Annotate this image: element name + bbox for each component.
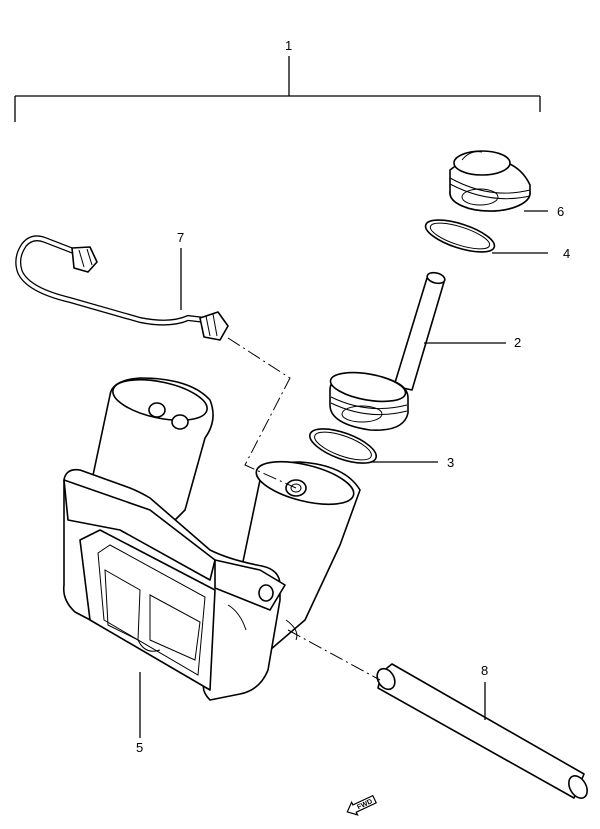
long-pin-part — [376, 663, 588, 799]
assembly-bracket — [14, 56, 541, 122]
housing-part — [62, 377, 361, 701]
callout-6: 6 — [557, 204, 564, 219]
threaded-plug-part — [449, 150, 531, 212]
o-ring-lower-part — [309, 428, 377, 464]
callout-4: 4 — [563, 246, 570, 261]
leader-lines — [139, 210, 548, 738]
callout-labels: 1 6 4 2 3 7 5 8 — [136, 38, 570, 755]
fwd-label: FWD — [356, 798, 373, 811]
assembly-guide-lines — [227, 337, 381, 681]
piston-pin-part — [329, 271, 446, 431]
callout-1: 1 — [285, 38, 292, 53]
callout-5: 5 — [136, 740, 143, 755]
callout-7: 7 — [177, 230, 184, 245]
fwd-arrow-icon: FWD — [346, 794, 377, 816]
pipe-part — [15, 235, 229, 341]
callout-3: 3 — [447, 455, 454, 470]
o-ring-upper-part — [424, 219, 496, 253]
callout-8: 8 — [481, 663, 488, 678]
callout-2: 2 — [514, 335, 521, 350]
